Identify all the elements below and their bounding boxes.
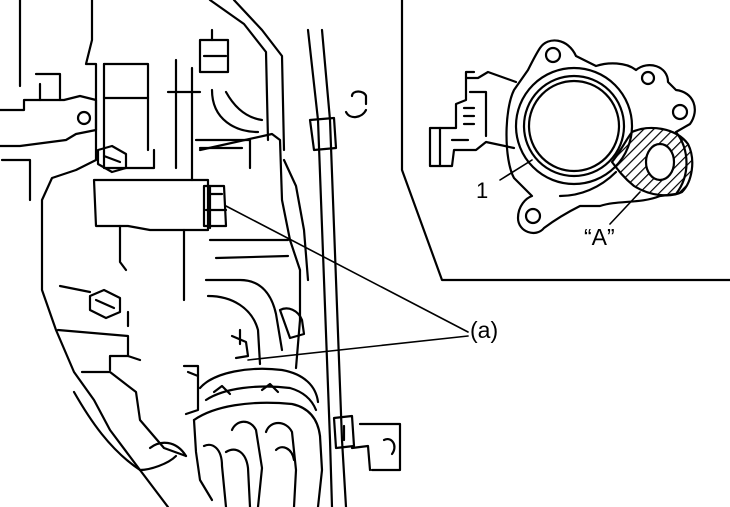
leader-lines-a xyxy=(225,205,469,361)
bolt-lower-left xyxy=(88,288,122,320)
callout-part-1: 1 xyxy=(476,178,489,203)
callout-area-a: “A” xyxy=(584,224,615,250)
throttle-sensor xyxy=(428,70,518,168)
hatched-area-hole xyxy=(644,142,676,182)
vertical-rod xyxy=(306,28,356,507)
engine-block xyxy=(0,0,402,507)
throttle-body-detail xyxy=(428,39,696,235)
bolt-upper-left xyxy=(96,144,128,174)
callout-bolts-a: (a) xyxy=(470,317,499,343)
bore-outer-ring xyxy=(514,66,634,186)
bolt-a-upper xyxy=(202,184,228,230)
hose-connector xyxy=(192,367,324,507)
flange-outline xyxy=(505,39,696,235)
detail-inset-frame xyxy=(400,0,730,282)
leader-lines-inset xyxy=(499,159,641,225)
